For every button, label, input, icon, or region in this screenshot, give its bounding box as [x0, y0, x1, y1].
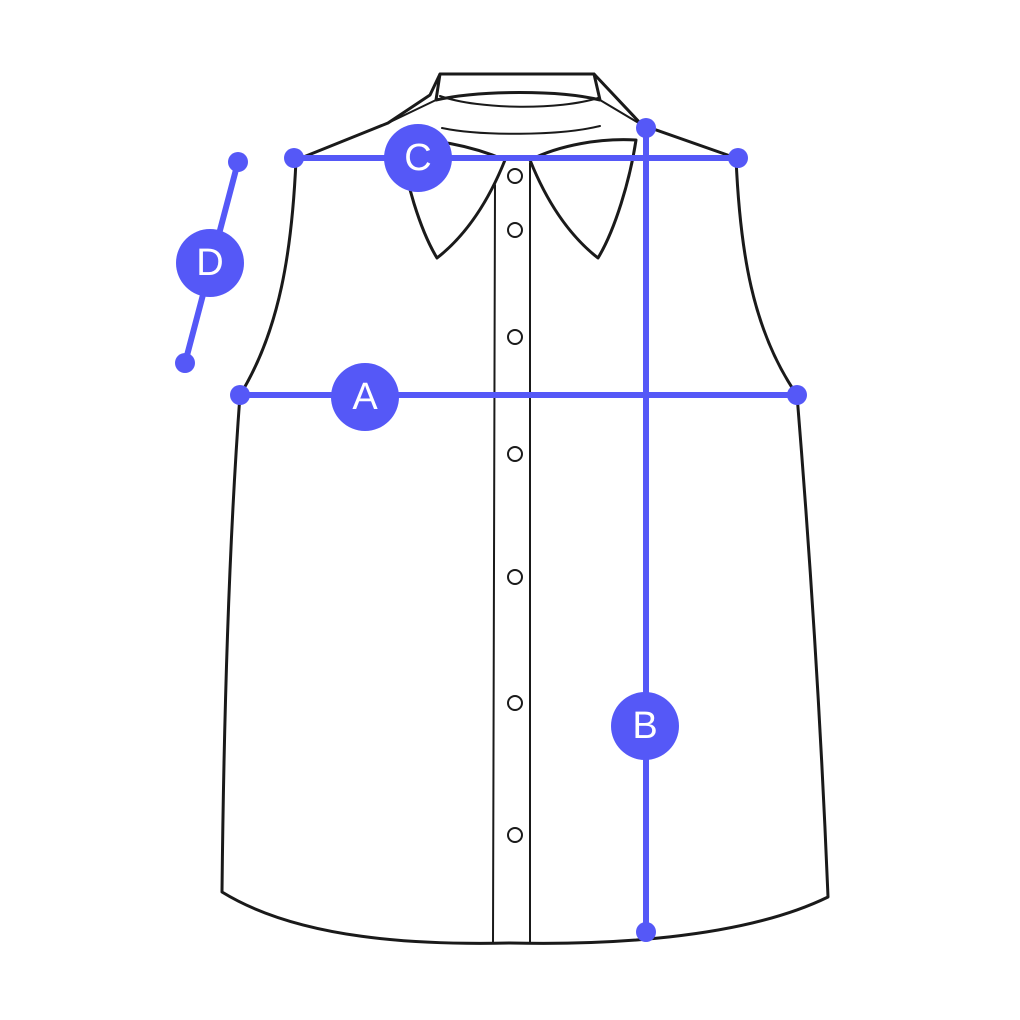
- measurement-b: B: [611, 118, 679, 942]
- measurement-d-label: D: [196, 242, 223, 284]
- sleeveless-shirt-illustration: [220, 72, 830, 945]
- placket-left-edge: [492, 184, 496, 943]
- measurement-b-label: B: [632, 705, 657, 747]
- shirt-button: [507, 446, 523, 462]
- measurement-b-start-dot: [636, 118, 656, 138]
- measurement-b-badge: [611, 692, 679, 760]
- collar-neck-line: [441, 125, 601, 135]
- measurement-c-badge: [384, 124, 452, 192]
- collar-right-side: [599, 99, 643, 126]
- shirt-button: [507, 827, 523, 843]
- measurement-d: D: [175, 152, 248, 373]
- measurement-a-badge: [331, 363, 399, 431]
- measurement-a-start-dot: [230, 385, 250, 405]
- shirt-button: [507, 168, 523, 184]
- measurement-d-badge: [176, 229, 244, 297]
- collar-left-side: [387, 99, 437, 124]
- measurement-b-end-dot: [636, 922, 656, 942]
- measurement-d-end-dot: [175, 353, 195, 373]
- shirt-button: [507, 329, 523, 345]
- measurement-c-end-dot: [728, 148, 748, 168]
- shirt-button: [507, 569, 523, 585]
- measurement-overlays: A B C D: [175, 118, 807, 942]
- measurement-d-start-dot: [228, 152, 248, 172]
- measurement-c-label: C: [404, 137, 431, 179]
- measurement-a-label: A: [352, 376, 378, 418]
- measurement-a: A: [230, 363, 807, 431]
- shirt-button: [507, 222, 523, 238]
- collar-band-line: [439, 95, 599, 108]
- measurement-a-end-dot: [787, 385, 807, 405]
- shirt-body-outline: [220, 72, 830, 945]
- collar-right-point: [528, 138, 638, 260]
- shirt-button: [507, 695, 523, 711]
- measurement-c: C: [284, 124, 748, 192]
- measurement-c-start-dot: [284, 148, 304, 168]
